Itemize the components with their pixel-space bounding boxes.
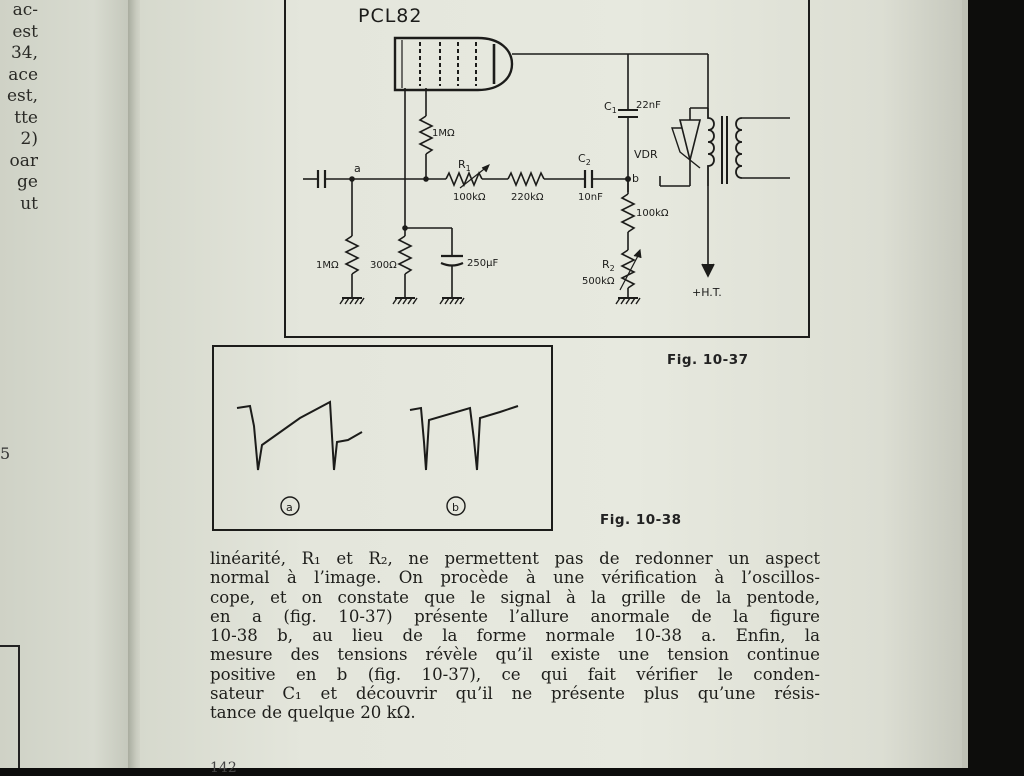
left-line: ace — [8, 64, 38, 85]
left-page-text: ac- est 34, ace est, tte 2) oar ge ut — [0, 0, 38, 215]
paragraph-line: cope, et on constate que le signal à la … — [210, 587, 820, 607]
paragraph-line: normal à l’image. On procède à une vérif… — [210, 568, 820, 588]
waveform-b-trace — [409, 405, 519, 471]
left-line: 2) — [20, 129, 38, 149]
vdr-label: VDR — [634, 148, 658, 161]
paragraph-line: positive en b (fig. 10-37), ce qui fait … — [210, 664, 820, 684]
paragraph-line: mesure des tensions révèle qu’il existe … — [210, 645, 820, 665]
c2-value: 10nF — [578, 192, 603, 203]
r1-value: 100kΩ — [453, 192, 486, 203]
node-b-network — [619, 176, 642, 298]
left-line: est — [12, 21, 38, 42]
left-line: ge — [17, 172, 38, 192]
left-line: tte — [14, 107, 38, 128]
r1-label: R1 — [458, 158, 471, 173]
paragraph-line: sateur C₁ et découvrir qu’il ne présente… — [210, 684, 820, 704]
left-line: oar — [9, 150, 39, 171]
tube-label: PCL82 — [358, 5, 423, 27]
waveform-frame — [212, 345, 553, 531]
waveform-b-marker — [446, 496, 466, 516]
schematic-frame — [284, 0, 810, 338]
paragraph-line: 10-38 b, au lieu de la forme normale 10-… — [210, 626, 820, 646]
c1-label: C1 — [604, 100, 617, 115]
left-page-box — [0, 645, 20, 768]
paragraph-line: linéarité, R₁ et R₂, ne permettent pas d… — [210, 549, 820, 568]
grid-network — [410, 88, 628, 189]
waveform-b-label: b — [452, 501, 459, 514]
fig-10-38-caption: Fig. 10-38 — [600, 512, 682, 528]
waveform-a-trace — [236, 400, 363, 471]
c1-value: 22nF — [636, 100, 661, 111]
left-line: est, — [6, 86, 38, 106]
ground-symbols — [339, 297, 641, 305]
vdr-symbol — [659, 107, 708, 187]
paragraph-line: tance de quelque 20 kΩ. — [210, 703, 416, 723]
input-circuit — [303, 170, 410, 298]
left-line: ut — [20, 193, 38, 214]
r-b-label: 100kΩ — [636, 208, 669, 219]
fig-10-37-caption: Fig. 10-37 — [667, 352, 749, 368]
body-paragraph: linéarité, R₁ et R₂, ne permettent pas d… — [210, 549, 820, 723]
waveform-a-marker — [280, 496, 300, 516]
ht-label: +H.T. — [692, 286, 722, 299]
r-series-label: 220kΩ — [511, 192, 544, 203]
pcl82-tube-symbol — [393, 36, 514, 92]
r2-label: R2 — [602, 258, 615, 273]
c2-label: C2 — [578, 152, 591, 167]
left-line: 34, — [10, 43, 38, 63]
page-number: 142 — [210, 760, 237, 776]
node-a-label: a — [354, 162, 361, 175]
waveform-a-label: a — [286, 501, 293, 514]
r-grid-tube-label: 1MΩ — [432, 128, 455, 139]
paragraph-line: en a (fig. 10-37) présente l’allure anor… — [210, 606, 820, 626]
node-b-label: b — [632, 172, 639, 185]
page-edge — [962, 0, 968, 768]
c-cathode-label: 250µF — [467, 258, 498, 269]
r-cathode-label: 300Ω — [370, 260, 397, 271]
left-page: ac- est 34, ace est, tte 2) oar ge ut 5 — [0, 0, 134, 768]
r2-value: 500kΩ — [582, 276, 615, 287]
left-line: ac- — [12, 0, 38, 20]
waveform-figure — [212, 345, 553, 531]
book-gutter — [128, 0, 142, 768]
r-input-label: 1MΩ — [316, 260, 339, 271]
transformer-symbol — [701, 108, 790, 278]
left-margin-number: 5 — [0, 444, 11, 463]
cathode-circuit — [397, 88, 464, 298]
plate-circuit — [512, 53, 709, 192]
